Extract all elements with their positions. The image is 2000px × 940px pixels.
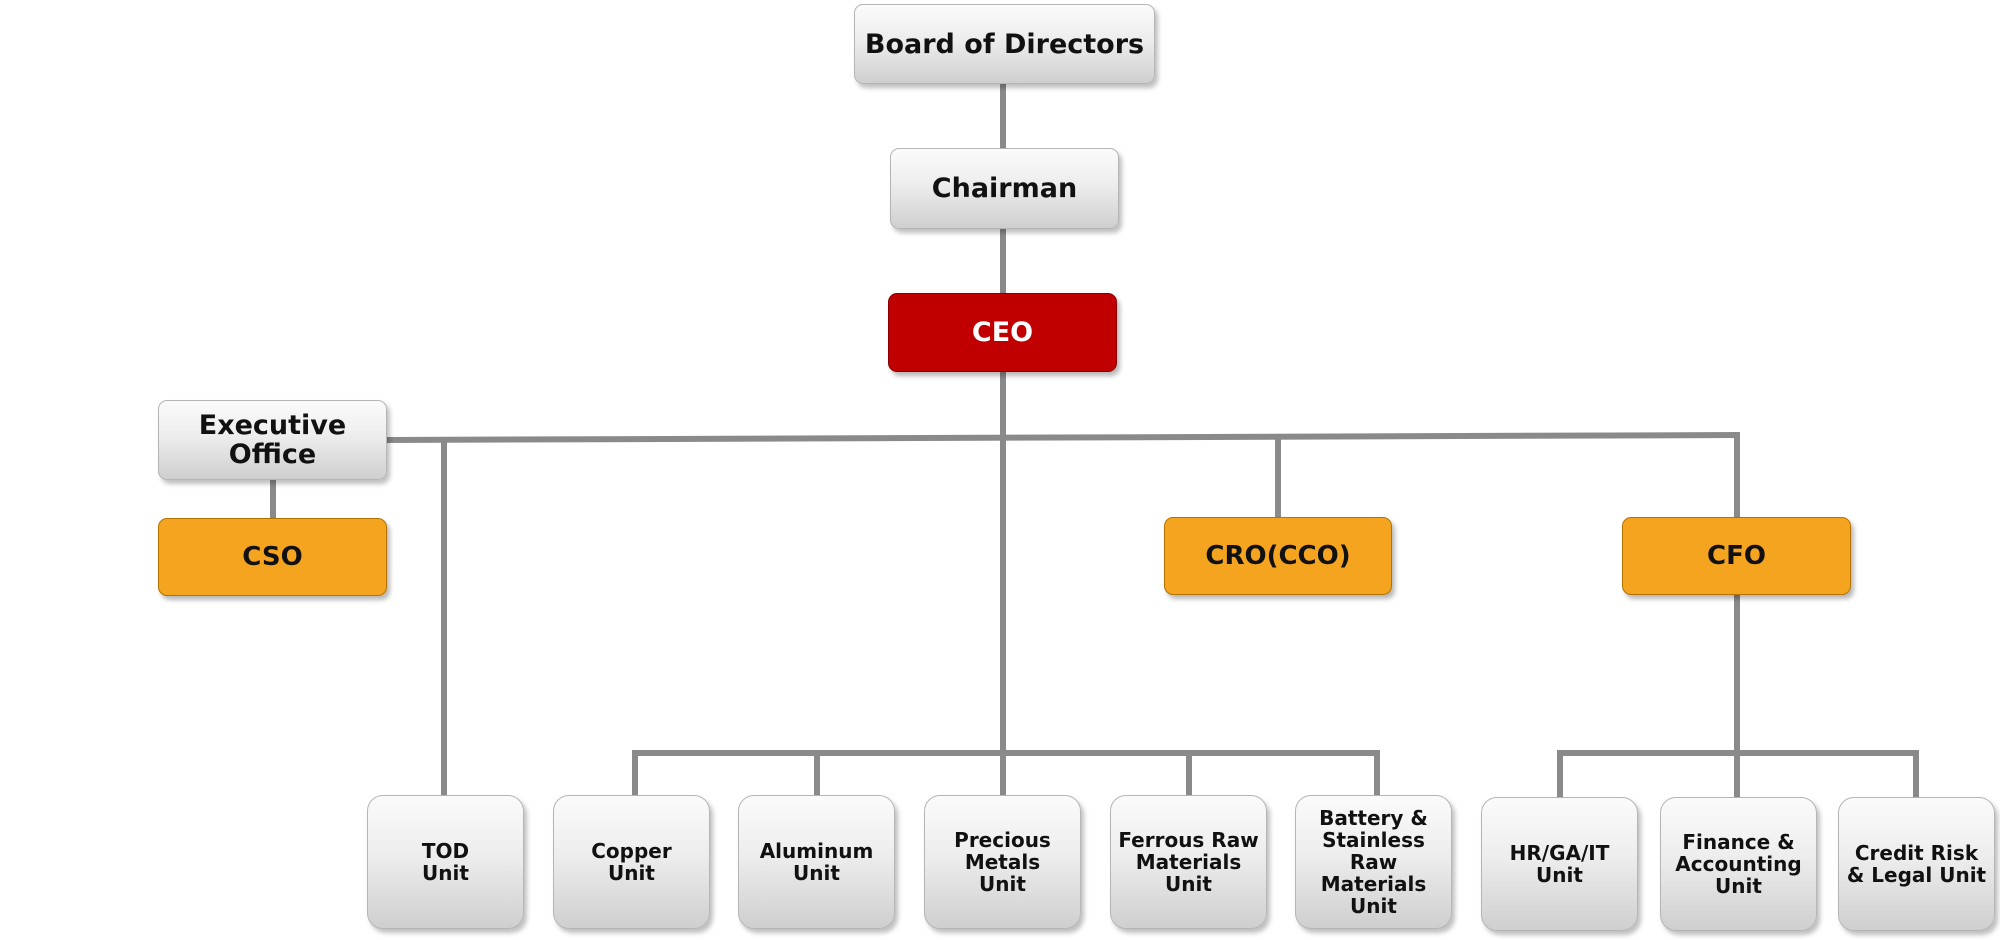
board-of-directors-box: Board of Directors — [854, 4, 1155, 84]
cfo-box: CFO — [1622, 517, 1851, 595]
aluminum-unit-box: Aluminum Unit — [738, 795, 895, 929]
executive-office-box: Executive Office — [158, 400, 387, 480]
hr-ga-it-unit-box: HR/GA/IT Unit — [1481, 797, 1638, 931]
precious-metals-unit-box: Precious Metals Unit — [924, 795, 1081, 929]
chairman-box: Chairman — [890, 148, 1119, 229]
cso-box: CSO — [158, 518, 387, 596]
battery-stainless-unit-box: Battery & Stainless Raw Materials Unit — [1295, 795, 1452, 929]
credit-risk-legal-unit-box: Credit Risk & Legal Unit — [1838, 797, 1995, 931]
tod-unit-box: TOD Unit — [367, 795, 524, 929]
finance-accounting-unit-box: Finance & Accounting Unit — [1660, 797, 1817, 931]
cro-box: CRO(CCO) — [1164, 517, 1392, 595]
ceo-box: CEO — [888, 293, 1117, 372]
connector-executive-bus — [383, 431, 1741, 444]
copper-unit-box: Copper Unit — [553, 795, 710, 929]
ferrous-raw-materials-unit-box: Ferrous Raw Materials Unit — [1110, 795, 1267, 929]
